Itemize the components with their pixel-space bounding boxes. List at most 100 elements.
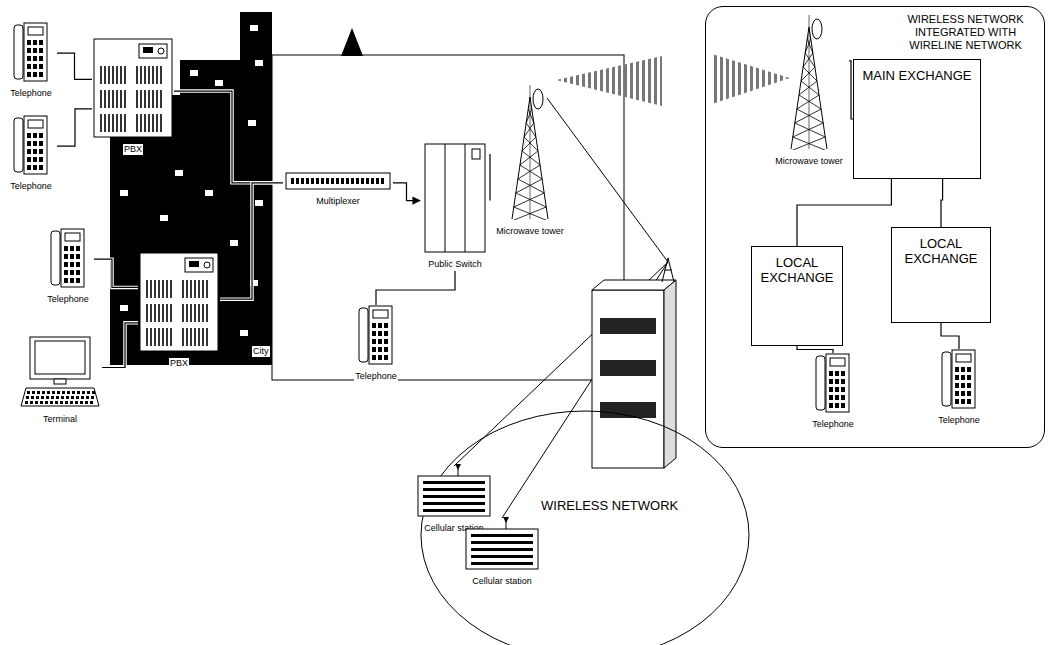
connector xyxy=(797,179,891,246)
device-node: Microwave tower xyxy=(769,15,849,168)
node-label: Telephone xyxy=(811,419,855,430)
node-label: Telephone xyxy=(354,371,398,382)
connector-line xyxy=(393,183,420,201)
connector xyxy=(220,183,283,299)
node-label: WIRELESS NETWORK xyxy=(540,498,679,513)
device-icon xyxy=(507,85,553,220)
microwave-beam xyxy=(556,56,662,106)
connector-line xyxy=(797,179,891,246)
node-label: Multiplexer xyxy=(315,196,361,207)
connector xyxy=(376,271,455,305)
connector-halo xyxy=(393,183,420,201)
device-node: Telephone xyxy=(933,349,985,427)
device-node: PBX xyxy=(138,252,220,370)
device-icon xyxy=(416,462,492,517)
exchange-box: MAIN EXCHANGE xyxy=(853,59,981,179)
node-label: PBX xyxy=(169,358,189,369)
connector xyxy=(174,91,283,183)
node-label: LOCAL EXCHANGE xyxy=(895,236,987,266)
connector-line xyxy=(941,323,959,349)
connector-line xyxy=(94,259,138,287)
device-node: Public Switch xyxy=(420,143,490,271)
exchange-box: LOCAL EXCHANGE xyxy=(891,227,991,323)
connector-halo xyxy=(941,179,943,227)
connector-halo xyxy=(797,346,833,353)
steeple xyxy=(341,28,363,56)
connector xyxy=(797,346,833,353)
connector-halo xyxy=(376,271,455,305)
device-icon xyxy=(50,228,86,288)
area-label: City xyxy=(252,346,270,357)
device-icon xyxy=(93,38,173,138)
connector-halo xyxy=(797,179,891,246)
exchange-box: LOCAL EXCHANGE xyxy=(751,246,843,346)
connector-halo xyxy=(941,323,959,349)
wireless-region: WIRELESS NETWORKCellular stationCellular… xyxy=(420,410,750,645)
device-icon xyxy=(424,143,486,253)
node-label: Cellular station xyxy=(471,576,533,587)
node-label: Telephone xyxy=(9,181,53,192)
connector xyxy=(490,154,491,201)
device-icon xyxy=(815,353,851,413)
connector xyxy=(57,53,92,79)
device-node: Telephone xyxy=(42,228,94,306)
node-label: PBX xyxy=(123,144,143,155)
node-label: LOCAL EXCHANGE xyxy=(755,255,839,285)
connector-line xyxy=(57,53,92,79)
node-label: Terminal xyxy=(42,414,78,425)
connector-halo xyxy=(94,259,138,287)
node-label: Telephone xyxy=(937,415,981,426)
device-node: Telephone xyxy=(807,353,859,431)
device-node: Cellular station xyxy=(460,515,544,588)
connector-halo xyxy=(174,91,283,183)
device-icon xyxy=(285,172,391,190)
connector-halo xyxy=(57,53,92,79)
node-label: Telephone xyxy=(46,294,90,305)
radio-link xyxy=(547,98,668,262)
connector xyxy=(941,179,943,227)
device-node: Telephone xyxy=(5,115,57,193)
device-icon xyxy=(941,349,977,409)
node-label: Telephone xyxy=(9,88,53,99)
connector xyxy=(57,109,92,146)
connector-line xyxy=(797,346,833,353)
device-node: Multiplexer xyxy=(283,172,393,208)
device-icon xyxy=(464,515,540,570)
node-label: Microwave tower xyxy=(774,156,844,167)
connector-line xyxy=(102,323,138,368)
device-node: Cellular station xyxy=(412,462,496,535)
device-icon xyxy=(139,252,219,352)
node-label: Microwave tower xyxy=(495,226,565,237)
microwave-beam xyxy=(712,54,790,104)
device-node: Terminal xyxy=(18,336,102,426)
radio-link xyxy=(502,262,668,518)
network-panel: WIRELESS NETWORK INTEGRATED WITH WIRELIN… xyxy=(705,6,1045,448)
connector-line xyxy=(174,91,283,183)
node-label: WIRELESS NETWORK INTEGRATED WITH WIRELIN… xyxy=(897,13,1034,52)
connector-halo xyxy=(102,323,138,368)
city-box xyxy=(272,55,624,380)
device-icon xyxy=(786,15,832,150)
connector-line xyxy=(376,271,455,305)
connector-line xyxy=(57,109,92,146)
device-node: Telephone xyxy=(5,22,57,100)
connector-halo xyxy=(220,183,283,299)
node-label: Public Switch xyxy=(427,259,483,270)
connector-line xyxy=(220,183,283,299)
device-node: Microwave tower xyxy=(490,85,570,238)
connector xyxy=(94,259,138,287)
device-node: PBX xyxy=(92,38,174,156)
connector xyxy=(102,323,138,368)
base-station-building xyxy=(592,258,676,468)
device-icon xyxy=(13,22,49,82)
connector xyxy=(941,323,959,349)
node-label: MAIN EXCHANGE xyxy=(861,68,972,83)
connector xyxy=(393,183,420,201)
device-node: Telephone xyxy=(350,305,402,383)
device-icon xyxy=(20,336,100,408)
device-icon xyxy=(358,305,394,365)
connector-line xyxy=(489,154,490,201)
connector-halo xyxy=(488,154,492,201)
device-icon xyxy=(13,115,49,175)
connector-line xyxy=(941,179,943,227)
